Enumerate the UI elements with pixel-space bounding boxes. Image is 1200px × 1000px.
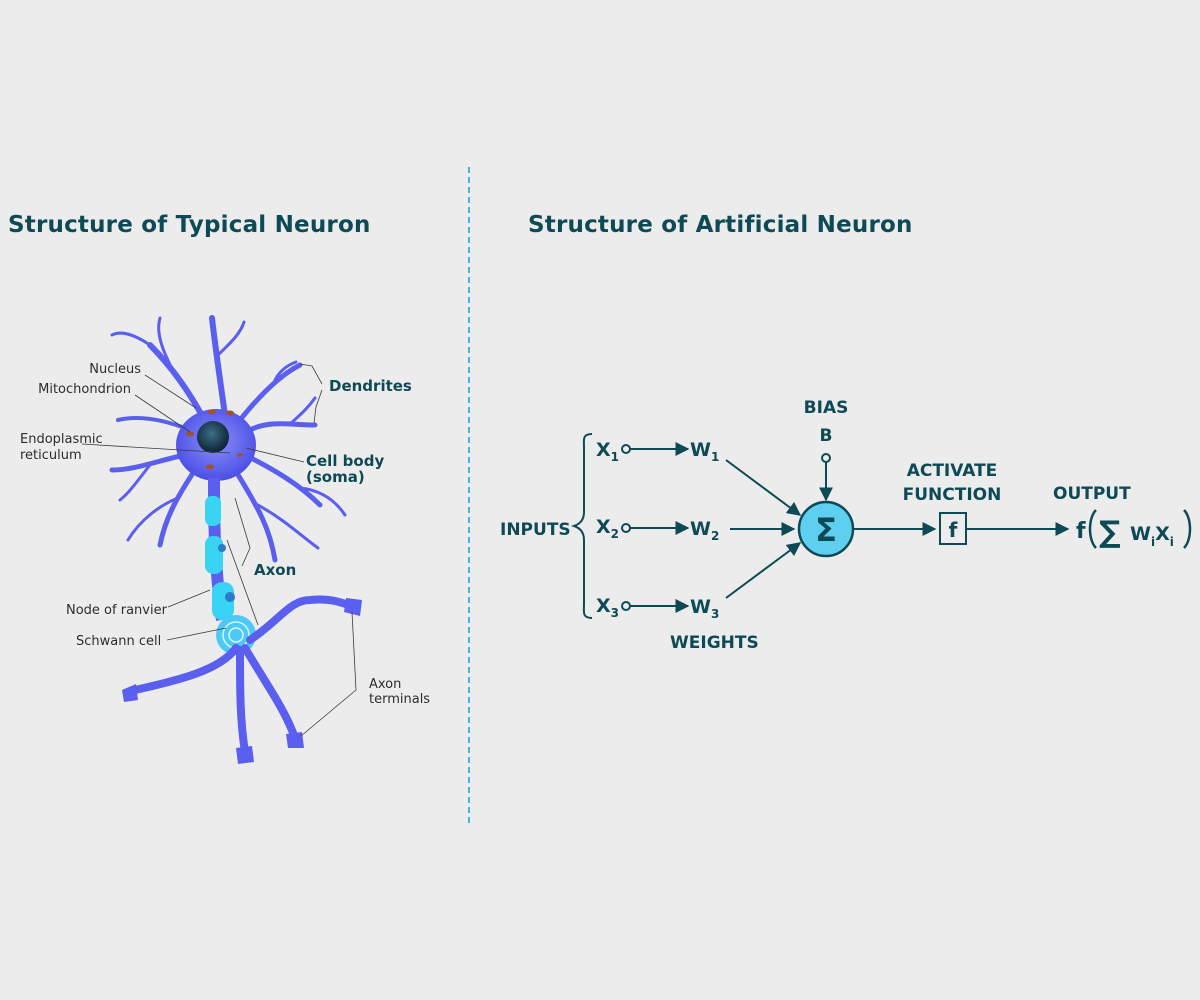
input-row-3: X3 W3: [596, 595, 719, 621]
output-formula: f ∑ WiXi: [1076, 509, 1192, 550]
sum-symbol: Σ: [815, 511, 837, 549]
nucleus-shape: [197, 421, 229, 453]
label-endoplasmic: Endoplasmic: [20, 432, 103, 447]
input-x3: X3: [596, 595, 619, 620]
neuron-title: Structure of Typical Neuron: [8, 212, 371, 238]
weight-w2: W2: [690, 518, 719, 543]
artificial-neuron-title: Structure of Artificial Neuron: [528, 212, 913, 238]
activation-f: f: [949, 518, 958, 542]
input-x2: X2: [596, 516, 619, 541]
label-axon: Axon: [254, 561, 296, 579]
artificial-neuron: INPUTS X1 W1 X2 W2 X3 W3 WEIGHTS BIAS B: [500, 398, 1192, 653]
axon-terminals-drawing: [131, 595, 356, 756]
input-row-1: X1 W1: [596, 439, 719, 464]
input-row-2: X2 W2: [596, 516, 719, 543]
label-soma: (soma): [306, 468, 365, 486]
weight-w1: W1: [690, 439, 719, 464]
label-reticulum: reticulum: [20, 448, 82, 463]
label-cell-body: Cell body: [306, 452, 384, 470]
label-axon-terminals-1: Axon: [369, 677, 401, 692]
output-wx: WiXi: [1130, 523, 1174, 549]
label-schwann-cell: Schwann cell: [76, 634, 161, 649]
label-node-of-ranvier: Node of ranvier: [66, 603, 168, 618]
output-f: f: [1076, 519, 1086, 544]
label-nucleus: Nucleus: [89, 362, 141, 377]
label-mitochondrion: Mitochondrion: [38, 382, 131, 397]
biological-neuron: Nucleus Mitochondrion Endoplasmic reticu…: [20, 315, 430, 764]
output-sum: ∑: [1099, 515, 1121, 550]
weights-label: WEIGHTS: [670, 633, 759, 653]
label-dendrites: Dendrites: [329, 377, 412, 395]
dendrites-drawing: [109, 315, 347, 563]
label-axon-terminals-2: terminals: [369, 692, 430, 707]
output-label: OUTPUT: [1053, 484, 1131, 504]
weight-w3: W3: [690, 596, 719, 621]
function-label: FUNCTION: [903, 485, 1002, 505]
inputs-label: INPUTS: [500, 520, 571, 540]
dashed-divider: [468, 167, 470, 823]
bias-label: BIAS: [804, 398, 849, 418]
inputs-brace: [570, 433, 593, 619]
input-x1: X1: [596, 439, 619, 464]
bias-symbol: B: [820, 426, 833, 446]
activate-label: ACTIVATE: [907, 461, 998, 481]
